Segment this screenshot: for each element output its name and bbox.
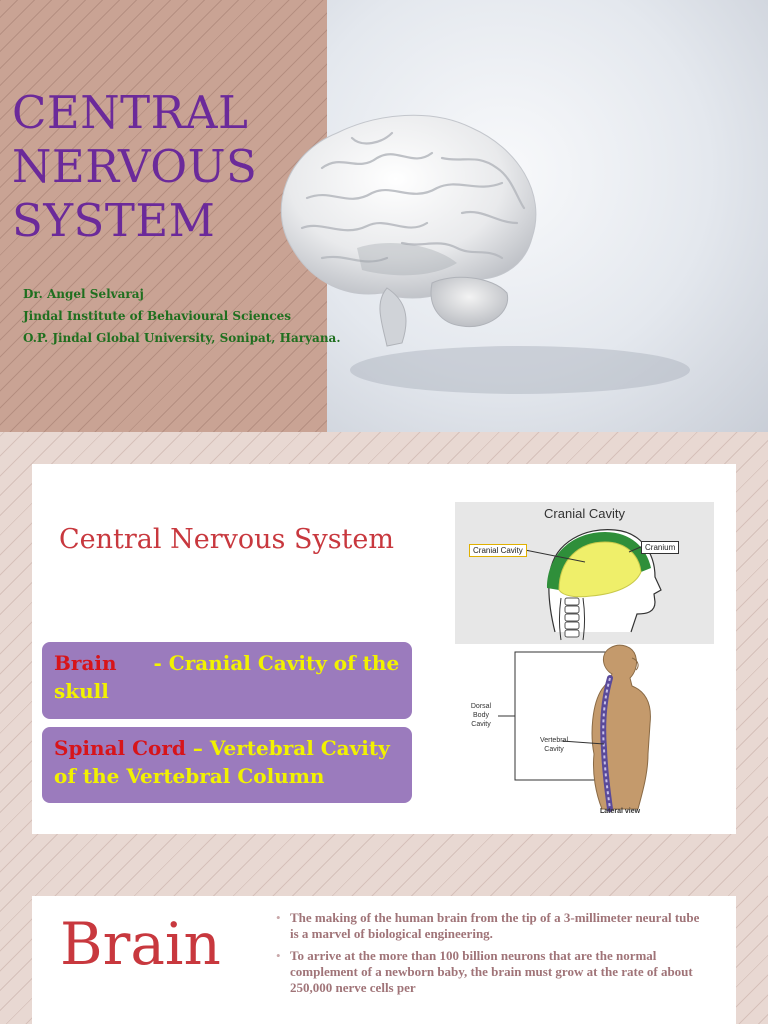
vertebral-cavity-label: Vertebral Cavity (539, 737, 569, 753)
lateral-view-caption: Lateral view (599, 808, 641, 815)
author-university: O.P. Jindal Global University, Sonipat, … (23, 331, 341, 345)
cranial-cavity-label: Cranial Cavity (469, 544, 527, 557)
slide-heading: Brain (60, 910, 221, 978)
list-item: To arrive at the more than 100 billion n… (270, 948, 710, 996)
brain-location-text: Cranial Cavity of the skull (54, 651, 400, 703)
body-lateral-view-icon (498, 644, 651, 812)
title-line: NERVOUS (12, 140, 258, 193)
cranial-cavity-diagram: Cranial Cavity Cranial Cavity Cranium (455, 502, 714, 644)
brain-location-box: Brain - Cranial Cavity of the skull (42, 642, 412, 719)
title-slide: CENTRAL NERVOUS SYSTEM Dr. Angel Selvara… (0, 0, 768, 432)
slide-title: CENTRAL NERVOUS SYSTEM (12, 86, 312, 248)
brain-shadow (350, 346, 690, 394)
cns-overview-slide: Central Nervous System Brain - Cranial C… (32, 464, 736, 834)
spinal-cord-location-box: Spinal Cord – Vertebral Cavity of the Ve… (42, 727, 412, 803)
vertebral-cavity-diagram: Dorsal Body Cavity Vertebral Cavity Late… (462, 644, 702, 819)
cranium-label: Cranium (641, 541, 680, 554)
dorsal-body-cavity-label: Dorsal Body Cavity (470, 703, 492, 728)
title-line: CENTRAL (12, 86, 249, 139)
slide-heading: Central Nervous System (59, 524, 394, 555)
term-brain: Brain (54, 651, 117, 675)
brain-illustration-icon (280, 114, 537, 347)
diagram-title: Cranial Cavity (544, 506, 625, 521)
separator: – (185, 736, 210, 760)
bullet-list: The making of the human brain from the t… (270, 910, 710, 1002)
brain-slide: Brain The making of the human brain from… (32, 896, 736, 1024)
separator: - (146, 651, 169, 675)
author-institute: Jindal Institute of Behavioural Sciences (23, 309, 291, 323)
spinal-cord-location-text: Vertebral Cavity of the Vertebral Column (54, 736, 390, 788)
author-block: Dr. Angel Selvaraj Jindal Institute of B… (23, 283, 341, 349)
author-name: Dr. Angel Selvaraj (23, 287, 144, 301)
head-profile-icon (524, 529, 662, 641)
list-item: The making of the human brain from the t… (270, 910, 710, 942)
term-spinal-cord: Spinal Cord (54, 736, 186, 760)
title-line: SYSTEM (12, 194, 216, 247)
title-panel (0, 0, 327, 432)
